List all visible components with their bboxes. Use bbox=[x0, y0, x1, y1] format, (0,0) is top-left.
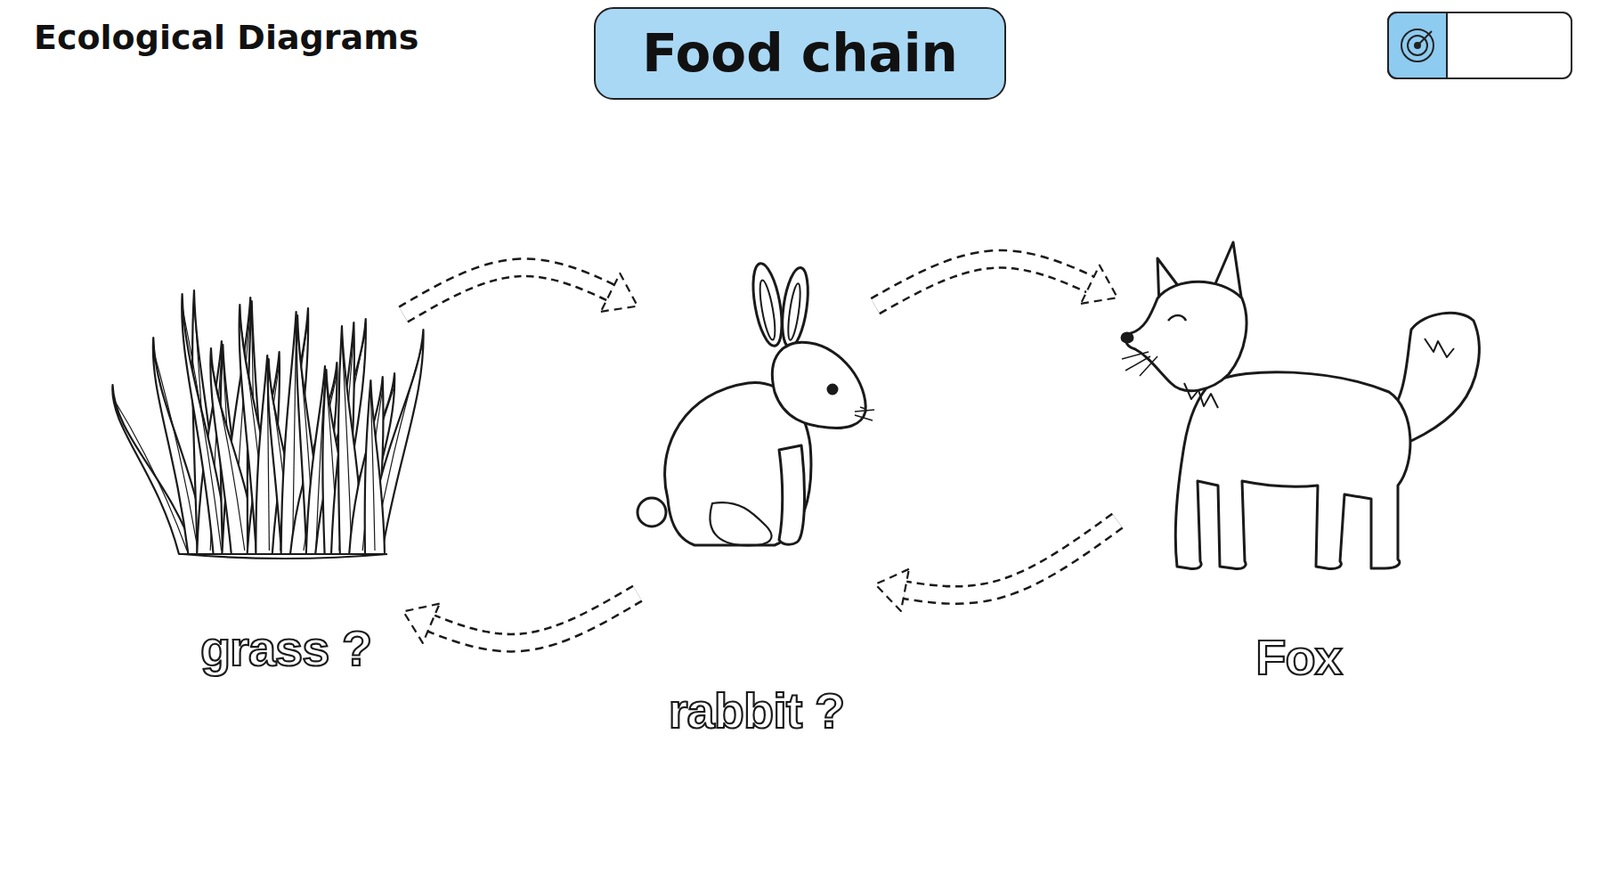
title-box: Food chain bbox=[593, 7, 1007, 100]
target-icon bbox=[1388, 12, 1572, 79]
grass-blade bbox=[365, 380, 385, 554]
food-chain-arrow bbox=[875, 259, 1118, 307]
organism-label: grass ? bbox=[200, 619, 372, 677]
arrow-head bbox=[601, 273, 638, 312]
arrow-head bbox=[1080, 265, 1118, 304]
organism-node: grass ? bbox=[168, 291, 404, 677]
organism-node: Fox bbox=[1117, 239, 1480, 686]
grass-blade bbox=[365, 329, 424, 554]
rabbit-drawing bbox=[637, 260, 875, 545]
arrow-outline bbox=[875, 259, 1090, 307]
arrow-body bbox=[403, 267, 611, 315]
title-text: Food chain bbox=[641, 23, 959, 84]
grass-vein bbox=[211, 360, 245, 551]
organism-label: rabbit ? bbox=[668, 682, 845, 740]
grass-base bbox=[182, 553, 388, 559]
food-chain-arrow bbox=[403, 592, 638, 643]
fox-drawing bbox=[1121, 242, 1479, 569]
arrow-outline bbox=[904, 520, 1118, 595]
arrow-outline bbox=[403, 267, 611, 315]
grass-vein bbox=[341, 338, 352, 551]
arrow-head bbox=[403, 603, 440, 643]
arrow-head bbox=[875, 568, 910, 611]
food-chain-arrow bbox=[403, 267, 638, 315]
grass-drawing bbox=[112, 290, 423, 559]
organism-node: rabbit ? bbox=[637, 283, 876, 740]
arrow-body bbox=[430, 592, 638, 643]
arrow-outline bbox=[430, 592, 638, 643]
arrow-body bbox=[875, 259, 1090, 307]
page-heading: Ecological Diagrams bbox=[33, 17, 419, 57]
food-chain-arrow bbox=[875, 520, 1118, 611]
arrow-body bbox=[904, 520, 1118, 595]
organism-label: Fox bbox=[1255, 628, 1342, 686]
grass-vein bbox=[370, 392, 375, 551]
